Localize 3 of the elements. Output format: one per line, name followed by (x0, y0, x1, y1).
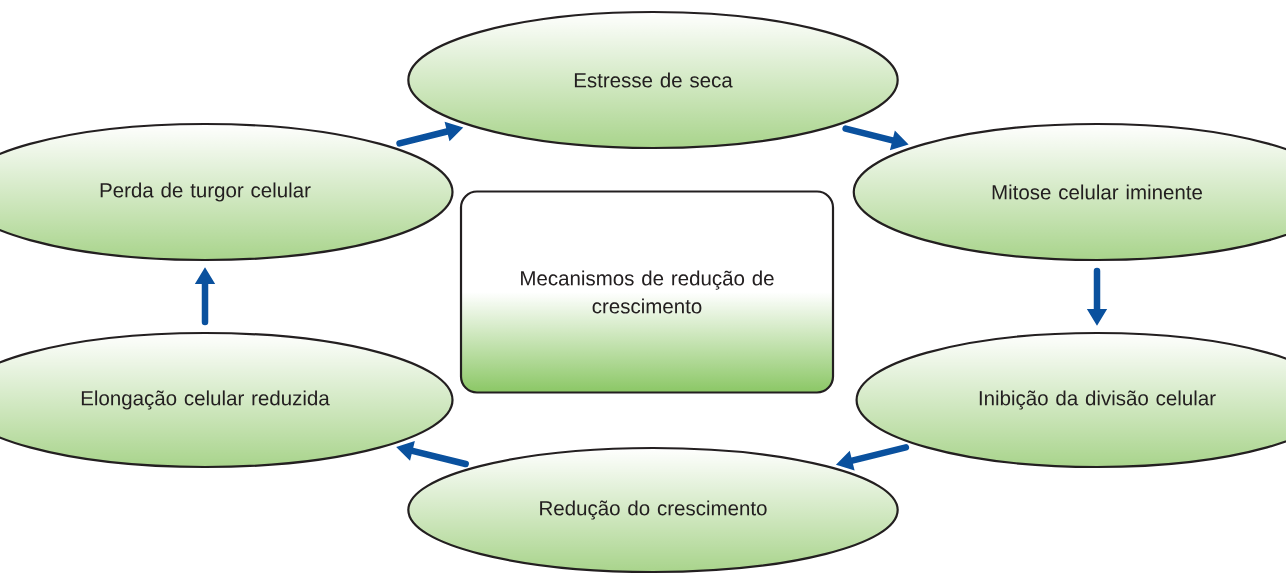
ellipse-node: Redução do crescimento (407, 446, 899, 574)
process-box: Mecanismos de redução de crescimento (459, 190, 835, 394)
ellipse-node: Estresse de seca (407, 10, 899, 150)
